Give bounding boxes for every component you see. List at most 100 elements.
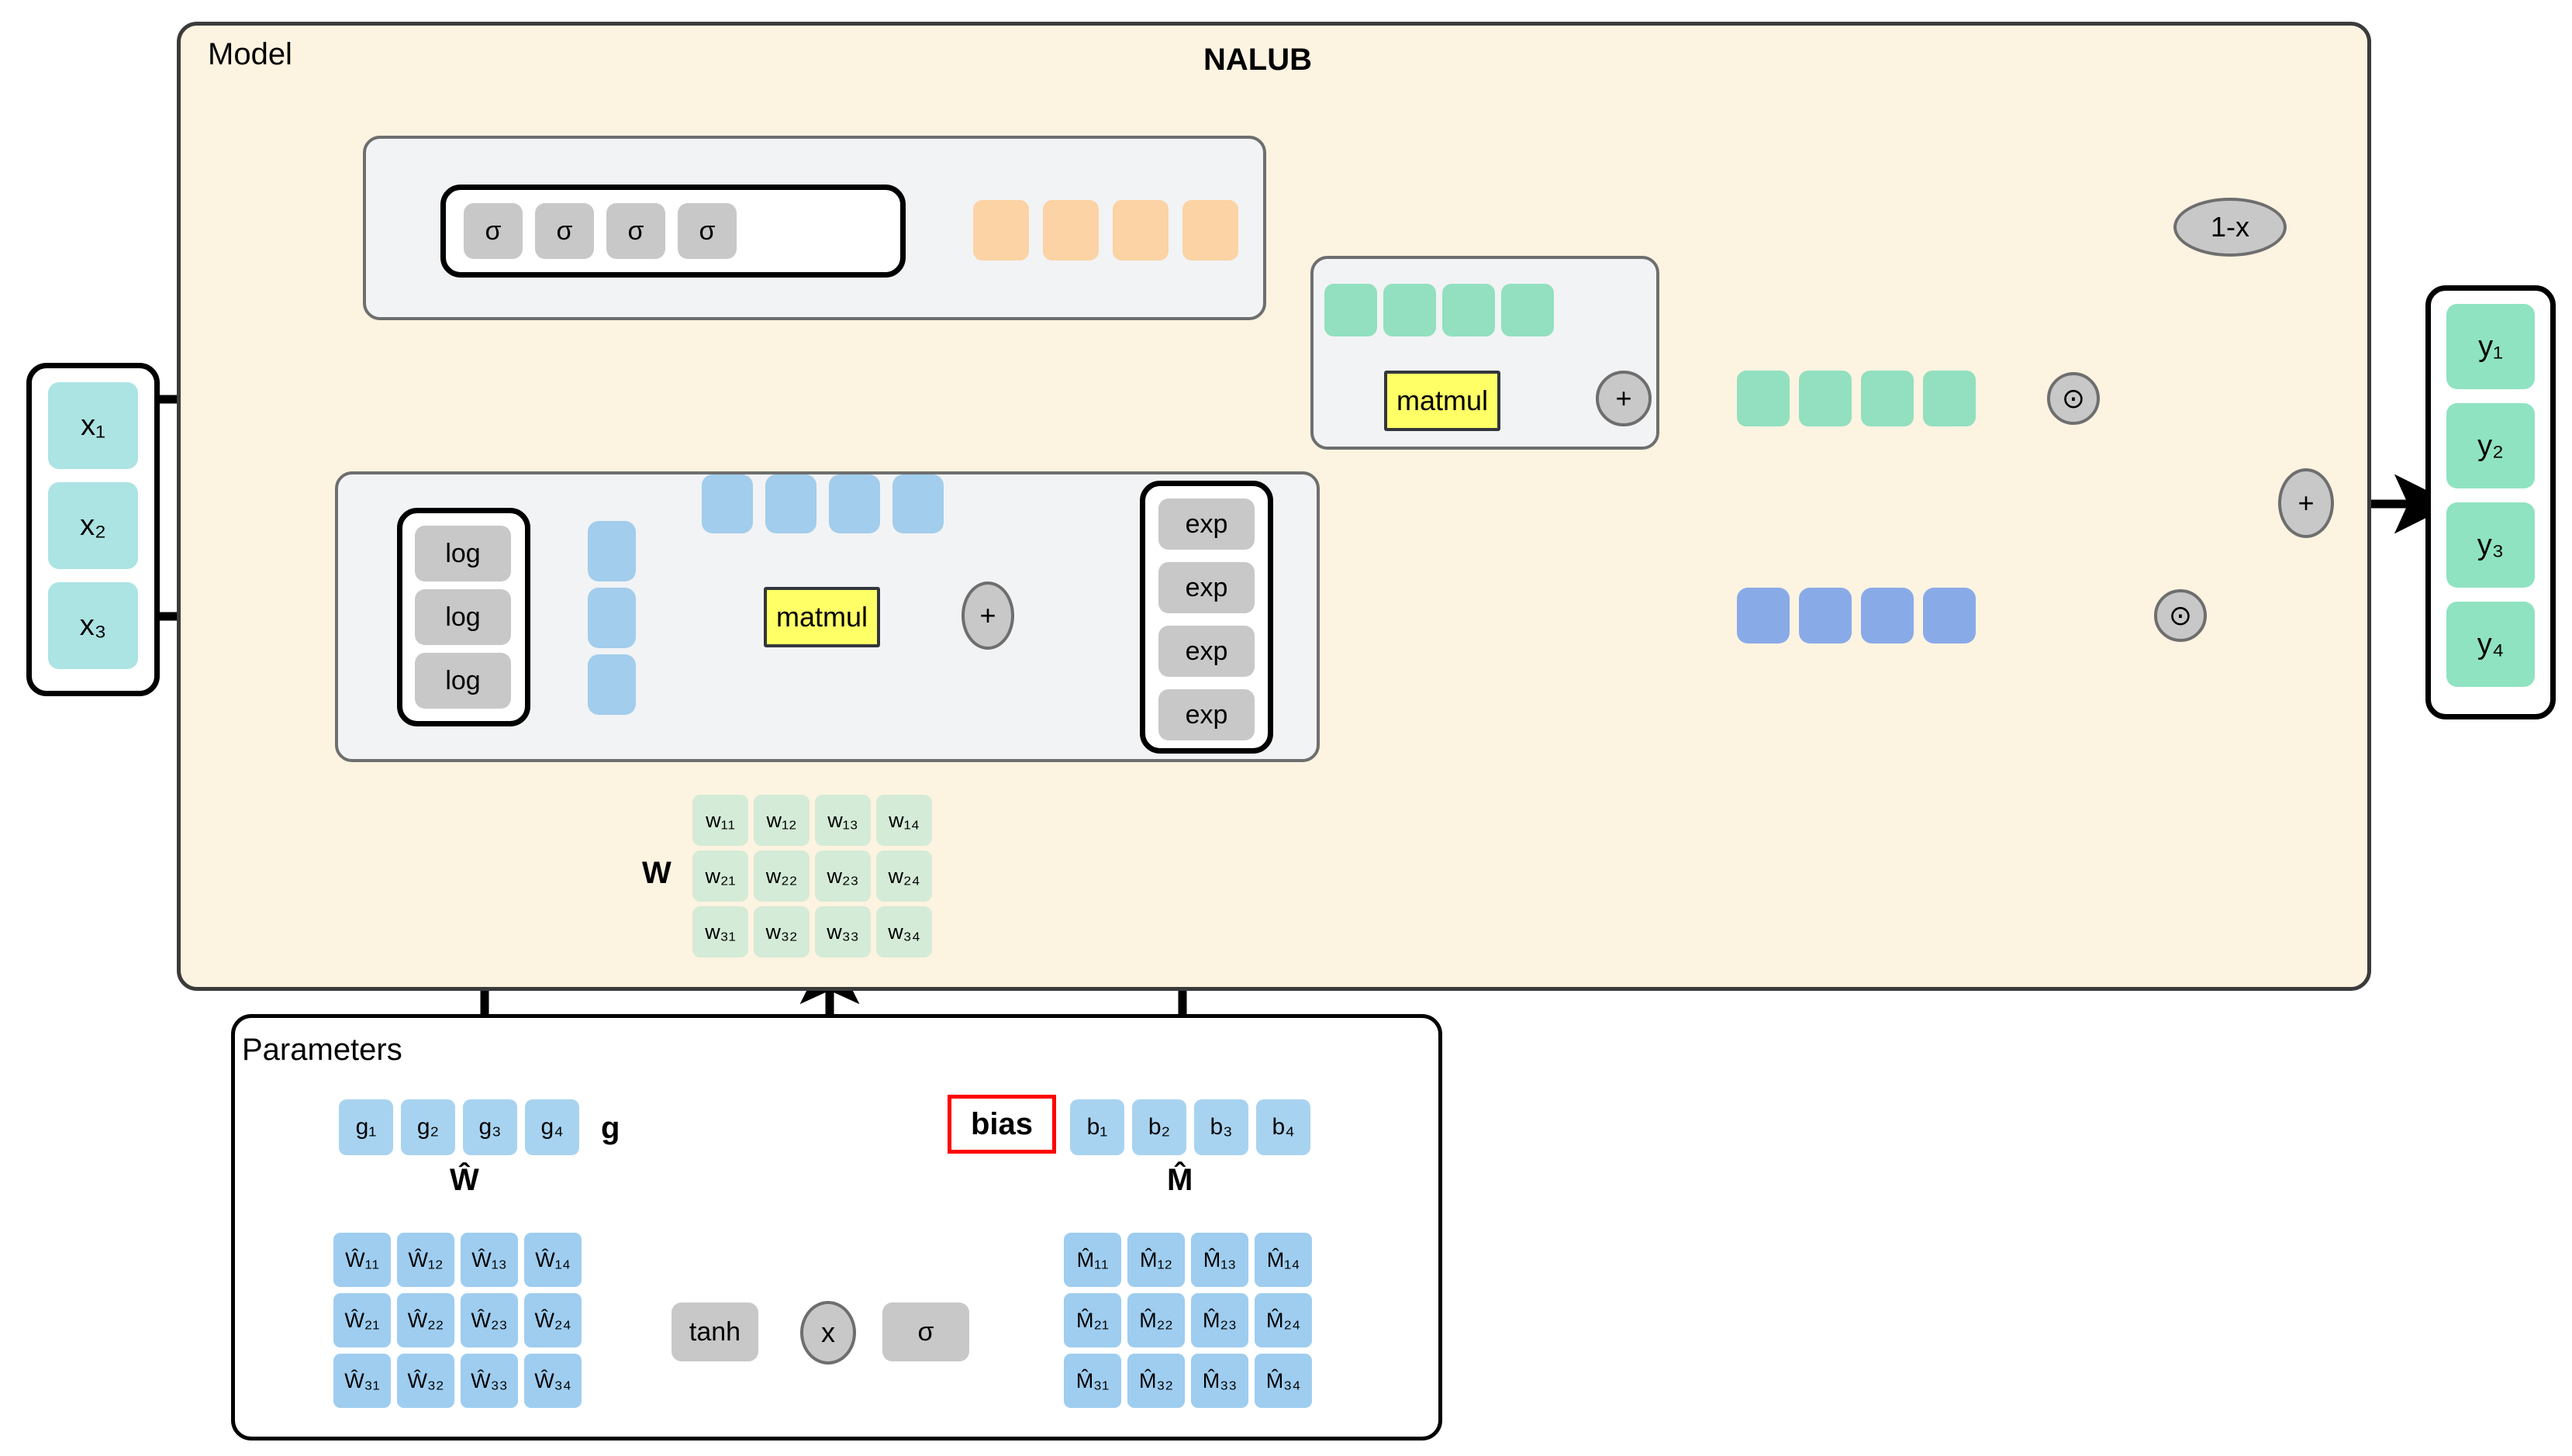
param-g-label: g [601, 1111, 620, 1145]
param-sigma-op: σ [882, 1302, 969, 1361]
sigma-op-2: σ [606, 203, 665, 259]
exp-op-1: exp [1158, 562, 1255, 613]
weight-cell-12: w₁₂ [754, 795, 810, 846]
param-w-hat-33: Ŵ₃₃ [461, 1354, 518, 1408]
param-g-cell-1: g₁ [339, 1099, 393, 1155]
final-sum-node: + [2278, 468, 2334, 538]
param-m-hat-34: M̂₃₄ [1255, 1354, 1312, 1408]
gate-vector-cell-1 [1043, 200, 1099, 260]
gate-vector-cell-0 [973, 200, 1029, 260]
linear-product-cell-3 [1501, 284, 1554, 336]
gate-vector-cell-2 [1113, 200, 1169, 260]
gated-mint-cell-3 [1923, 371, 1976, 426]
param-w-hat-13: Ŵ₁₃ [461, 1233, 518, 1287]
bias-highlight-label: bias [948, 1095, 1056, 1154]
log-product-cell-1 [765, 474, 816, 533]
sigma-op-3: σ [678, 203, 737, 259]
exp-op-3: exp [1158, 689, 1255, 740]
param-g-cell-2: g₂ [401, 1099, 455, 1155]
param-b-cell-3: b₃ [1194, 1099, 1248, 1155]
linear-product-cell-1 [1383, 284, 1436, 336]
output-cell-y4: y₄ [2446, 602, 2535, 687]
exp-op-2: exp [1158, 626, 1255, 677]
param-w-hat-34: Ŵ₃₄ [524, 1354, 582, 1408]
weight-cell-32: w₃₂ [754, 906, 810, 957]
weight-cell-33: w₃₃ [815, 906, 871, 957]
log-op-2: log [415, 653, 511, 709]
model-panel-label: Model [208, 37, 292, 71]
param-g-cell-4: g₄ [525, 1099, 579, 1155]
linear-matmul-block: matmul [1384, 371, 1500, 431]
gated-blue-cell-1 [1799, 588, 1852, 643]
log-vector-cell-2 [588, 654, 636, 715]
param-w-hat-24: Ŵ₂₄ [524, 1293, 582, 1347]
weight-matrix-label: W [642, 856, 671, 890]
input-cell-x1: x₁ [48, 382, 138, 469]
gate-vector-cell-3 [1182, 200, 1238, 260]
diagram-title: NALUB [1203, 43, 1312, 77]
one-minus-x-node: 1-x [2173, 198, 2287, 257]
param-m-hat-31: M̂₃₁ [1064, 1354, 1121, 1408]
weight-cell-34: w₃₄ [876, 906, 932, 957]
param-m-hat-13: M̂₁₃ [1191, 1233, 1248, 1287]
gated-mint-cell-1 [1799, 371, 1852, 426]
param-w-hat-22: Ŵ₂₂ [397, 1293, 454, 1347]
log-op-1: log [415, 589, 511, 645]
log-matmul-block: matmul [764, 587, 880, 647]
param-w-hat-14: Ŵ₁₄ [524, 1233, 582, 1287]
param-w-hat-label: Ŵ [450, 1163, 479, 1197]
param-w-hat-31: Ŵ₃₁ [333, 1354, 391, 1408]
param-m-hat-32: M̂₃₂ [1127, 1354, 1185, 1408]
param-m-hat-12: M̂₁₂ [1127, 1233, 1185, 1287]
gated-mint-cell-2 [1861, 371, 1914, 426]
linear-product-cell-0 [1324, 284, 1377, 336]
log-add-node: + [961, 581, 1014, 650]
weight-cell-21: w₂₁ [692, 850, 748, 902]
param-g-cell-3: g₃ [463, 1099, 517, 1155]
output-cell-y1: y₁ [2446, 304, 2535, 389]
gated-mint-cell-0 [1737, 371, 1790, 426]
log-vector-cell-1 [588, 588, 636, 648]
linear-add-node: + [1596, 371, 1652, 426]
param-w-hat-23: Ŵ₂₃ [461, 1293, 518, 1347]
sigma-op-0: σ [464, 203, 523, 259]
param-m-hat-23: M̂₂₃ [1191, 1293, 1248, 1347]
linear-product-cell-2 [1442, 284, 1495, 336]
param-w-hat-32: Ŵ₃₂ [397, 1354, 454, 1408]
param-b-cell-4: b₄ [1256, 1099, 1310, 1155]
weight-cell-11: w₁₁ [692, 795, 748, 846]
param-m-hat-24: M̂₂₄ [1255, 1293, 1312, 1347]
gated-blue-cell-2 [1861, 588, 1914, 643]
param-m-hat-11: M̂₁₁ [1064, 1233, 1121, 1287]
param-m-hat-33: M̂₃₃ [1191, 1354, 1248, 1408]
gated-blue-cell-3 [1923, 588, 1976, 643]
weight-cell-24: w₂₄ [876, 850, 932, 902]
param-b-cell-2: b₂ [1132, 1099, 1186, 1155]
sigma-op-1: σ [535, 203, 594, 259]
output-cell-y2: y₂ [2446, 403, 2535, 488]
parameters-panel-label: Parameters [242, 1033, 402, 1067]
log-product-cell-0 [702, 474, 753, 533]
param-m-hat-22: M̂₂₂ [1127, 1293, 1185, 1347]
gated-blue-cell-0 [1737, 588, 1790, 643]
input-cell-x3: x₃ [48, 582, 138, 669]
param-w-hat-11: Ŵ₁₁ [333, 1233, 391, 1287]
hadamard-top-node: ⊙ [2047, 372, 2100, 425]
param-m-hat-label: M̂ [1167, 1163, 1193, 1197]
param-multiply-node: x [800, 1301, 856, 1365]
param-m-hat-14: M̂₁₄ [1255, 1233, 1312, 1287]
hadamard-bottom-node: ⊙ [2154, 589, 2207, 642]
weight-cell-14: w₁₄ [876, 795, 932, 846]
weight-cell-31: w₃₁ [692, 906, 748, 957]
param-m-hat-21: M̂₂₁ [1064, 1293, 1121, 1347]
log-product-cell-2 [829, 474, 880, 533]
weight-cell-13: w₁₃ [815, 795, 871, 846]
param-w-hat-21: Ŵ₂₁ [333, 1293, 391, 1347]
param-tanh-op: tanh [671, 1302, 758, 1361]
param-b-cell-1: b₁ [1070, 1099, 1124, 1155]
exp-op-0: exp [1158, 499, 1255, 550]
param-w-hat-12: Ŵ₁₂ [397, 1233, 454, 1287]
weight-cell-22: w₂₂ [754, 850, 810, 902]
weight-cell-23: w₂₃ [815, 850, 871, 902]
